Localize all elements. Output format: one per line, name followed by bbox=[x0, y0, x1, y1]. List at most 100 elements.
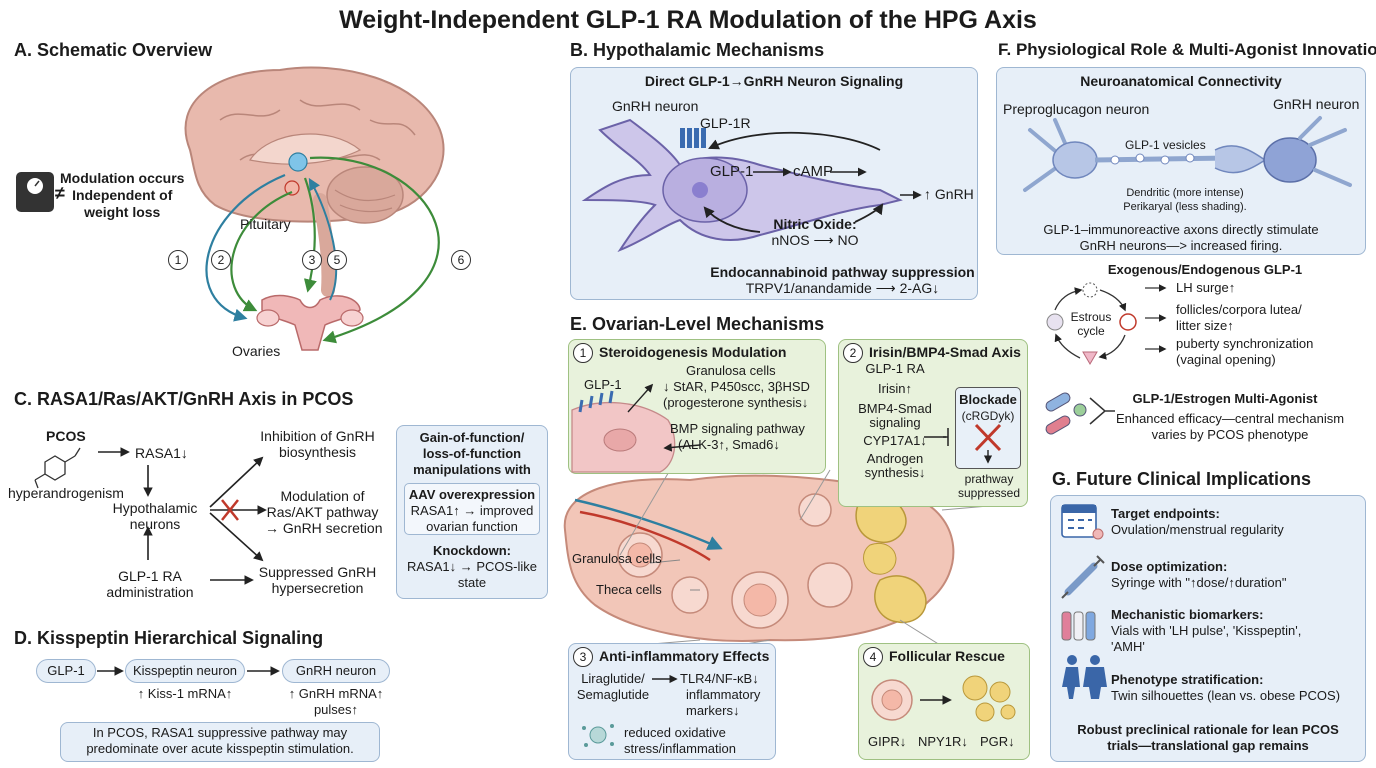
section-f-title: F. Physiological Role & Multi-Agonist In… bbox=[998, 40, 1376, 59]
s1-glp1-label: GLP-1 bbox=[584, 377, 622, 392]
biomarkers-text: Vials with 'LH pulse', 'Kisspeptin', bbox=[1111, 623, 1302, 638]
drugs-text: Liraglutide/Semaglutide bbox=[576, 671, 650, 702]
bmp-text: BMP signaling pathway bbox=[670, 421, 805, 436]
camp-label: cAMP bbox=[793, 163, 834, 180]
gnrh-up-label: ↑ GnRH bbox=[924, 186, 974, 202]
steroid-molecule-icon bbox=[34, 447, 81, 489]
glp1r-label: GLP-1R bbox=[700, 115, 751, 131]
alk-text: (ALK-3↑, Smad6↓ bbox=[678, 437, 780, 452]
crgdyk-label: (cRGDyk) bbox=[961, 409, 1015, 423]
f-gnrh-neuron-label: GnRH neuron bbox=[1273, 96, 1360, 112]
clinical-implications-box bbox=[1050, 495, 1366, 762]
box2-number: 2 bbox=[843, 343, 863, 363]
granulosa-cells-label: Granulosa cells bbox=[572, 551, 662, 566]
effect-follicles: follicles/corpora lutea/ bbox=[1176, 302, 1302, 317]
glp1-label: GLP-1 bbox=[710, 163, 754, 180]
multi-agonist-title: GLP-1/Estrogen Multi-Agonist bbox=[1132, 391, 1318, 406]
anti-inflammatory-box bbox=[568, 643, 776, 760]
kisspeptin-neuron-pill: Kisspeptin neuron bbox=[125, 659, 245, 683]
direct-signaling-title: Direct GLP-1→GnRH Neuron Signaling bbox=[644, 73, 904, 89]
section-a-title: A. Schematic Overview bbox=[14, 40, 213, 60]
theca-cells-label: Theca cells bbox=[596, 582, 662, 597]
gnrh-neuron-label: GnRH neuron bbox=[612, 98, 699, 114]
uterus-icon bbox=[256, 294, 364, 351]
connectivity-text: GLP-1–immunoreactive axons directly stim… bbox=[1043, 222, 1319, 253]
page-title: Weight-Independent GLP-1 RA Modulation o… bbox=[339, 6, 1037, 34]
clinical-footer: Robust preclinical rationale for lean PC… bbox=[1077, 722, 1339, 753]
star-text: ↓ StAR, P450scc, 3βHSD bbox=[663, 379, 810, 394]
gnrh-mrna-label: ↑ GnRH mRNA↑pulses↑ bbox=[288, 686, 384, 717]
gipr-label: GIPR↓ bbox=[868, 734, 907, 749]
section-d-title: D. Kisspeptin Hierarchical Signaling bbox=[14, 628, 324, 648]
preproglucagon-label: Preproglucagon neuron bbox=[1003, 101, 1150, 117]
glp1-vesicles-label: GLP-1 vesicles bbox=[1125, 138, 1206, 152]
granulosa-cells-text: Granulosa cells bbox=[686, 363, 776, 378]
biomarkers-text-2: 'AMH' bbox=[1111, 639, 1145, 654]
section-e-title: E. Ovarian-Level Mechanisms bbox=[570, 314, 825, 334]
target-endpoints-text: Ovulation/menstrual regularity bbox=[1111, 522, 1284, 537]
pathway-number-6: 6 bbox=[451, 250, 471, 270]
connectivity-title: Neuroanatomical Connectivity bbox=[1080, 73, 1282, 89]
effect-vaginal: (vaginal opening) bbox=[1176, 352, 1276, 367]
phenotype-title: Phenotype stratification: bbox=[1111, 672, 1264, 687]
section-c-title: C. RASA1/Ras/AKT/GnRH Axis in PCOS bbox=[14, 389, 354, 409]
exogenous-title: Exogenous/Endogenous GLP-1 bbox=[1107, 262, 1303, 277]
follicular-rescue-title: Follicular Rescue bbox=[889, 648, 1005, 664]
pcos-note-box bbox=[60, 722, 380, 762]
tlr4-text: TLR4/NF-κB↓ inflammatory markers↓ bbox=[680, 671, 761, 718]
rasa1-label: RASA1↓ bbox=[135, 445, 188, 461]
pgr-label: PGR↓ bbox=[980, 734, 1015, 749]
aav-box bbox=[404, 483, 540, 535]
section-b-title: B. Hypothalamic Mechanisms bbox=[570, 40, 825, 60]
d-gnrh-neuron-pill: GnRH neuron bbox=[282, 659, 390, 683]
ovaries-label: Ovaries bbox=[232, 343, 281, 359]
scale-icon bbox=[16, 172, 54, 212]
steroidogenesis-title: Steroidogenesis Modulation bbox=[599, 344, 787, 360]
pathway-number-5: 5 bbox=[327, 250, 347, 270]
target-endpoints-title: Target endpoints: bbox=[1111, 506, 1220, 521]
effect-puberty: puberty synchronization bbox=[1176, 336, 1314, 351]
pcos-label: PCOS bbox=[46, 428, 86, 444]
irisin-title: Irisin/BMP4-Smad Axis bbox=[869, 344, 1021, 360]
blockade-title: Blockade bbox=[959, 392, 1017, 407]
dose-optimization-title: Dose optimization: bbox=[1111, 559, 1228, 574]
pathway-number-2: 2 bbox=[211, 250, 231, 270]
box4-number: 4 bbox=[863, 647, 883, 667]
effect-lh-surge: LH surge↑ bbox=[1176, 280, 1236, 295]
d-glp1-pill: GLP-1 bbox=[36, 659, 96, 683]
pathway-number-3: 3 bbox=[302, 250, 322, 270]
not-equal-sign: ≠ bbox=[55, 183, 65, 203]
box3-number: 3 bbox=[573, 647, 593, 667]
progesterone-text: (progesterone synthesis↓ bbox=[663, 395, 809, 410]
kiss1-mrna-label: ↑ Kiss-1 mRNA↑ bbox=[137, 686, 233, 701]
anti-inflammatory-title: Anti-inflammatory Effects bbox=[599, 648, 770, 664]
effect-litter-size: litter size↑ bbox=[1176, 318, 1234, 333]
section-g-title: G. Future Clinical Implications bbox=[1052, 469, 1312, 489]
aav-title: AAV overexpression bbox=[408, 487, 536, 502]
hyperandrogenism-label: hyperandrogenism bbox=[8, 485, 124, 501]
dendritic-text: Dendritic (more intense)Perikaryal (less… bbox=[1123, 187, 1247, 213]
pathway-number-1: 1 bbox=[168, 250, 188, 270]
biomarkers-title: Mechanistic biomarkers: bbox=[1111, 607, 1264, 622]
trpv1-text: TRPV1/anandamide ⟶ 2-AG↓ bbox=[745, 280, 940, 296]
pituitary-label: Pituitary bbox=[240, 216, 291, 232]
endocannabinoid-title: Endocannabinoid pathway suppression bbox=[710, 264, 975, 280]
dose-optimization-text: Syringe with "↑dose/↑duration" bbox=[1111, 575, 1287, 590]
nitric-oxide-text: Nitric Oxide: nNOS ⟶ NO bbox=[771, 216, 859, 248]
irisin-pathway-text: GLP-1 RA Irisin↑ BMP4-Smad signaling CYP… bbox=[858, 361, 932, 480]
box1-number: 1 bbox=[573, 343, 593, 363]
npy1r-label: NPY1R↓ bbox=[918, 734, 968, 749]
